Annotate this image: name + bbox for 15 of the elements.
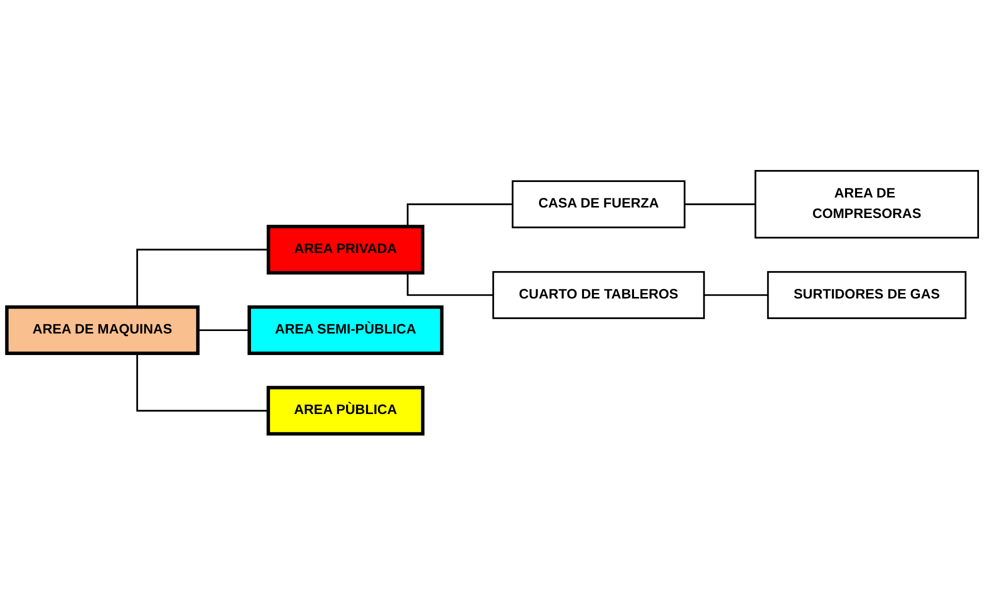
node-box: AREA PÙBLICA (266, 386, 424, 436)
node-box: SURTIDORES DE GAS (767, 270, 966, 319)
connector (406, 272, 494, 296)
connector (136, 248, 268, 307)
node-box: AREA SEMI-PÙBLICA (248, 305, 444, 355)
connector (406, 203, 513, 226)
connector (136, 352, 268, 412)
connector (684, 203, 756, 205)
node-box: AREA DE COMPRESORAS (754, 170, 979, 238)
node-box: AREA DE MAQUINAS (5, 305, 200, 355)
connector (197, 328, 250, 331)
connector (703, 294, 768, 296)
node-box: CUARTO DE TABLEROS (492, 270, 705, 319)
node-box: AREA PRIVADA (266, 224, 424, 274)
node-box: CASA DE FUERZA (512, 180, 686, 228)
